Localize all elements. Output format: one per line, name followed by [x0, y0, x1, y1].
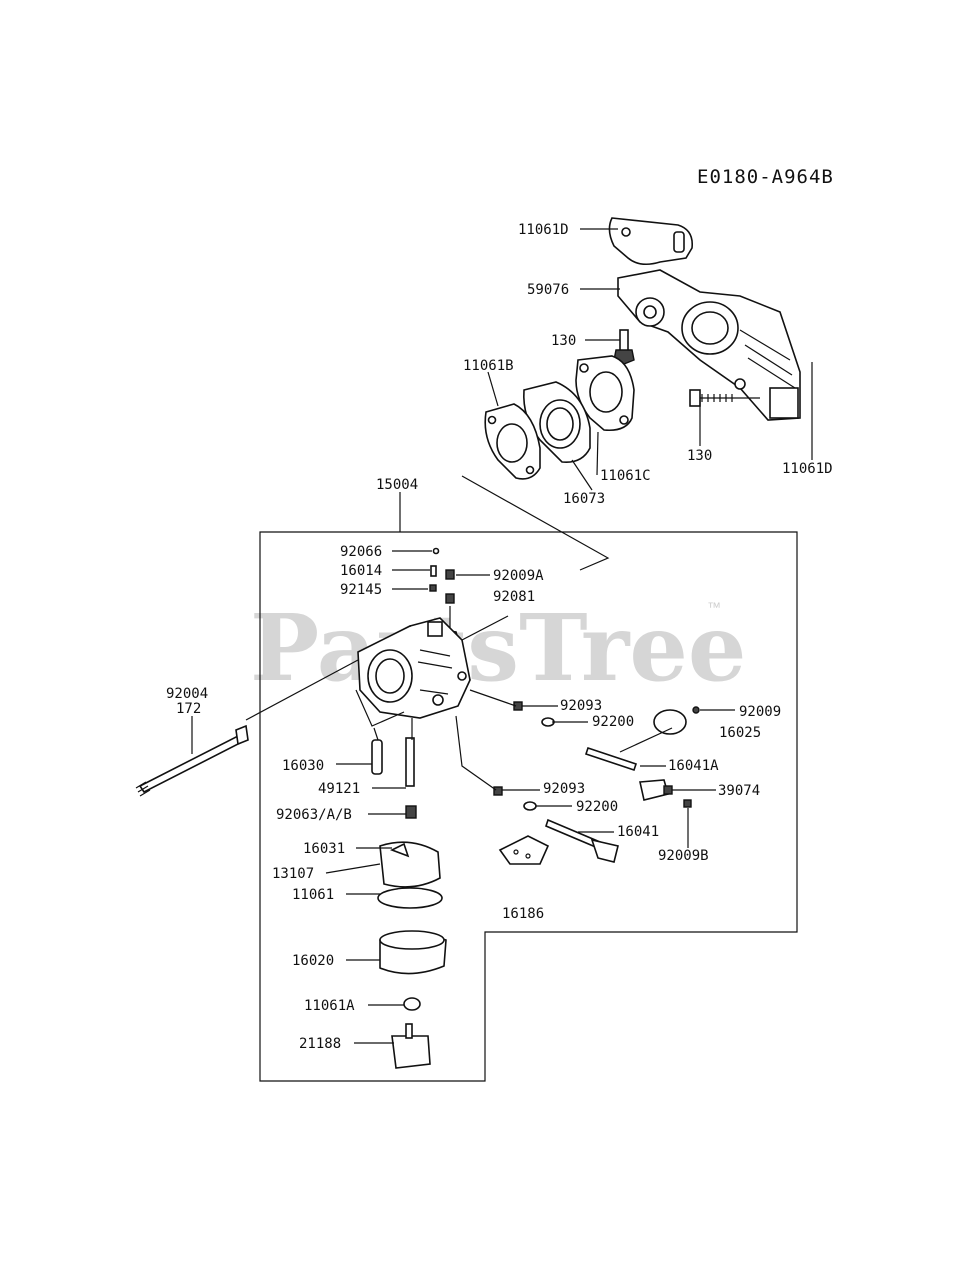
- lower-parts-shape: [371, 737, 447, 1069]
- label-92200-lower: 92200: [576, 799, 618, 815]
- label-92145: 92145: [340, 582, 382, 598]
- label-11061: 11061: [292, 887, 334, 903]
- label-15004: 15004: [376, 477, 418, 493]
- label-92081: 92081: [493, 589, 535, 605]
- label-16025: 16025: [719, 725, 761, 741]
- label-172: 172: [176, 701, 201, 717]
- label-16031: 16031: [303, 841, 345, 857]
- label-16030: 16030: [282, 758, 324, 774]
- label-16041A: 16041A: [668, 758, 719, 774]
- label-16014: 16014: [340, 563, 382, 579]
- screw-92004-shape: [135, 724, 249, 797]
- label-11061B: 11061B: [463, 358, 514, 374]
- insulator-16073-shape: [523, 381, 591, 464]
- choke-parts-shape: [513, 701, 700, 808]
- label-16020: 16020: [292, 953, 334, 969]
- label-92009B: 92009B: [658, 848, 709, 864]
- label-16041: 16041: [617, 824, 659, 840]
- label-92009: 92009: [739, 704, 781, 720]
- gasket-11061C-shape: [575, 355, 635, 432]
- label-49121: 49121: [318, 781, 360, 797]
- label-92093-upper: 92093: [560, 698, 602, 714]
- label-92063-A-B: 92063/A/B: [276, 807, 352, 823]
- label-11061D-right: 11061D: [782, 461, 833, 477]
- throttle-parts-shape: [493, 786, 619, 865]
- label-59076: 59076: [527, 282, 569, 298]
- label-92004: 92004: [166, 686, 208, 702]
- manifold-59076-shape: [617, 269, 801, 421]
- label-11061A: 11061A: [304, 998, 355, 1014]
- label-16073: 16073: [563, 491, 605, 507]
- gasket-11061D-top-shape: [608, 217, 694, 266]
- label-11061C: 11061C: [600, 468, 651, 484]
- label-92200-upper: 92200: [592, 714, 634, 730]
- label-16186: 16186: [502, 906, 544, 922]
- label-92066: 92066: [340, 544, 382, 560]
- label-21188: 21188: [299, 1036, 341, 1052]
- label-13107: 13107: [272, 866, 314, 882]
- watermark-tm: ™: [707, 599, 721, 615]
- label-92009A: 92009A: [493, 568, 544, 584]
- label-11061D-top: 11061D: [518, 222, 569, 238]
- bolt-130-side-shape: [689, 389, 760, 407]
- watermark: PartsTree: [250, 594, 746, 702]
- label-130-top: 130: [551, 333, 576, 349]
- label-130-side: 130: [687, 448, 712, 464]
- assembly-outline: [259, 531, 798, 1082]
- label-92093-lower: 92093: [543, 781, 585, 797]
- diagram-code: E0180-A964B: [697, 166, 834, 188]
- label-39074: 39074: [718, 783, 760, 799]
- gasket-11061B-shape: [484, 403, 541, 480]
- carburetor-body-shape: [357, 617, 471, 719]
- small-parts-top: [429, 547, 455, 604]
